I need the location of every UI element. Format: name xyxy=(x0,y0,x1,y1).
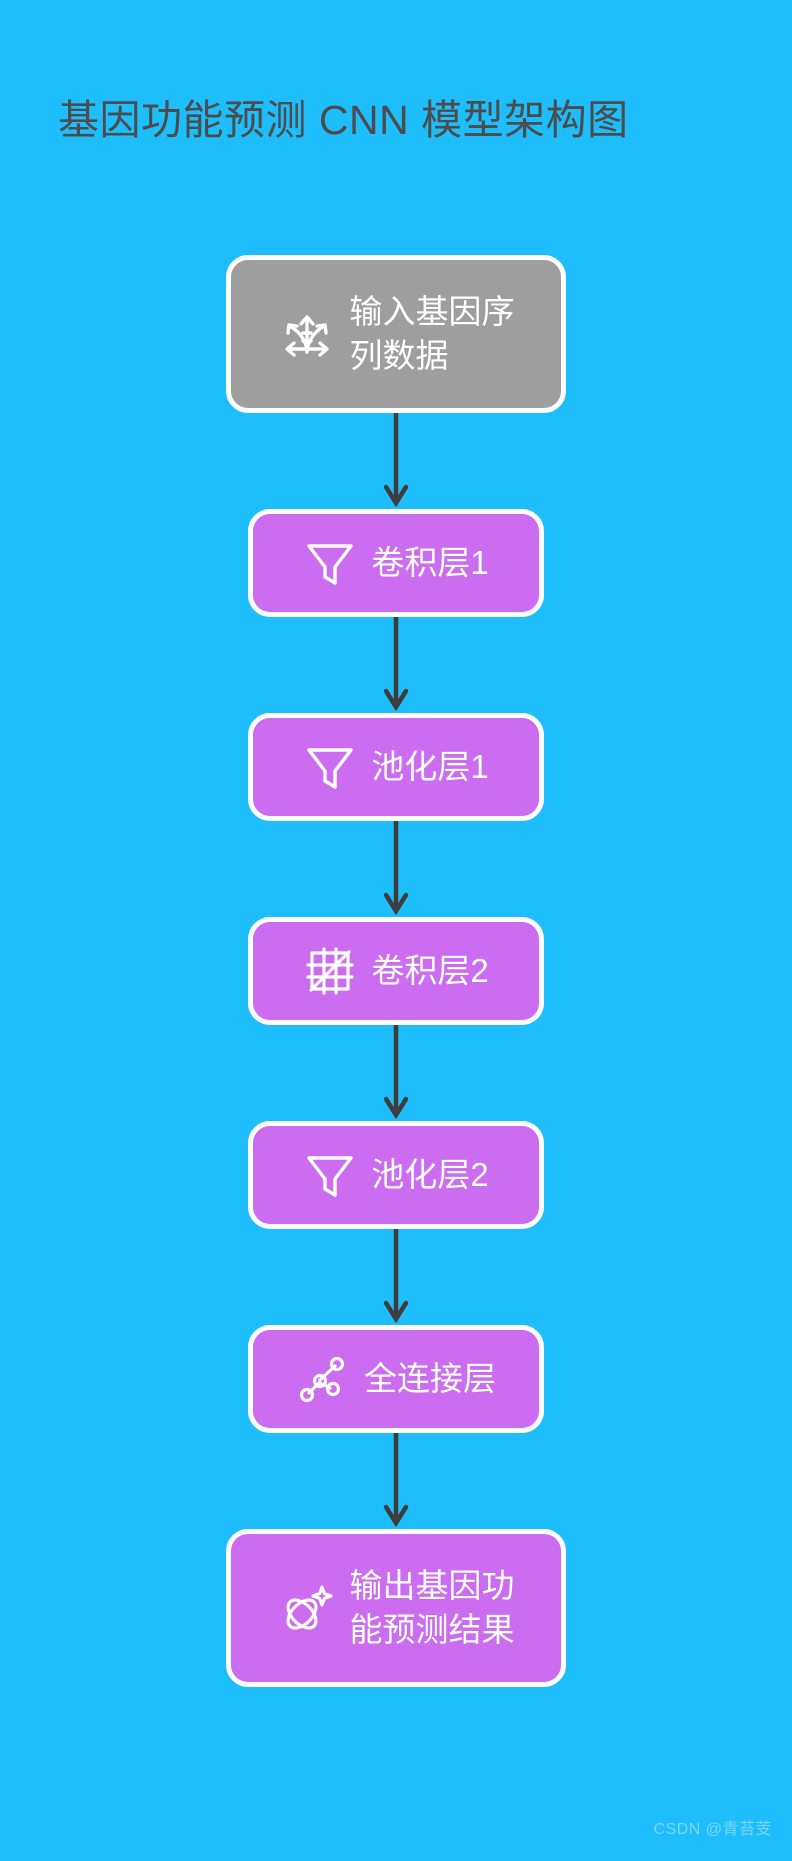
arrow-down-icon xyxy=(381,1025,411,1121)
arrow-down-icon xyxy=(381,1229,411,1325)
flow-node-input[interactable]: 输入基因序 列数据 xyxy=(226,255,566,413)
arrow-down-icon xyxy=(381,1433,411,1529)
flow-node-conv2[interactable]: 卷积层2 xyxy=(248,917,544,1025)
arrow-down-icon xyxy=(381,821,411,917)
funnel-filter-icon xyxy=(303,536,357,590)
atom-sparkle-icon xyxy=(278,1579,336,1637)
flow-node-label: 池化层2 xyxy=(371,1156,489,1193)
flow-node-label: 卷积层2 xyxy=(371,952,489,989)
funnel-filter-icon xyxy=(303,740,357,794)
csdn-watermark: CSDN @青苔芰 xyxy=(653,1821,772,1838)
flow-node-pool2[interactable]: 池化层2 xyxy=(248,1121,544,1229)
flow-node-label: 池化层1 xyxy=(371,748,489,785)
flow-node-label: 输出基因功 能预测结果 xyxy=(349,1567,515,1648)
flow-node-label: 卷积层1 xyxy=(371,544,489,581)
flow-node-fullyconnected[interactable]: 全连接层 xyxy=(248,1325,544,1433)
arrow-down-icon xyxy=(381,617,411,713)
flow-node-label: 全连接层 xyxy=(364,1360,496,1397)
flow-node-conv1[interactable]: 卷积层1 xyxy=(248,509,544,617)
page-title: 基因功能预测 CNN 模型架构图 xyxy=(58,97,629,143)
flow-node-pool1[interactable]: 池化层1 xyxy=(248,713,544,821)
flowchart: 输入基因序 列数据 卷积层1 xyxy=(0,255,792,1687)
grid-slash-icon xyxy=(303,944,357,998)
node-link-graph-icon xyxy=(296,1352,350,1406)
arrow-down-icon xyxy=(381,413,411,509)
funnel-filter-icon xyxy=(303,1148,357,1202)
flow-node-label: 输入基因序 列数据 xyxy=(349,293,515,374)
expand-arrows-icon xyxy=(278,305,336,363)
flow-node-output[interactable]: 输出基因功 能预测结果 xyxy=(226,1529,566,1687)
